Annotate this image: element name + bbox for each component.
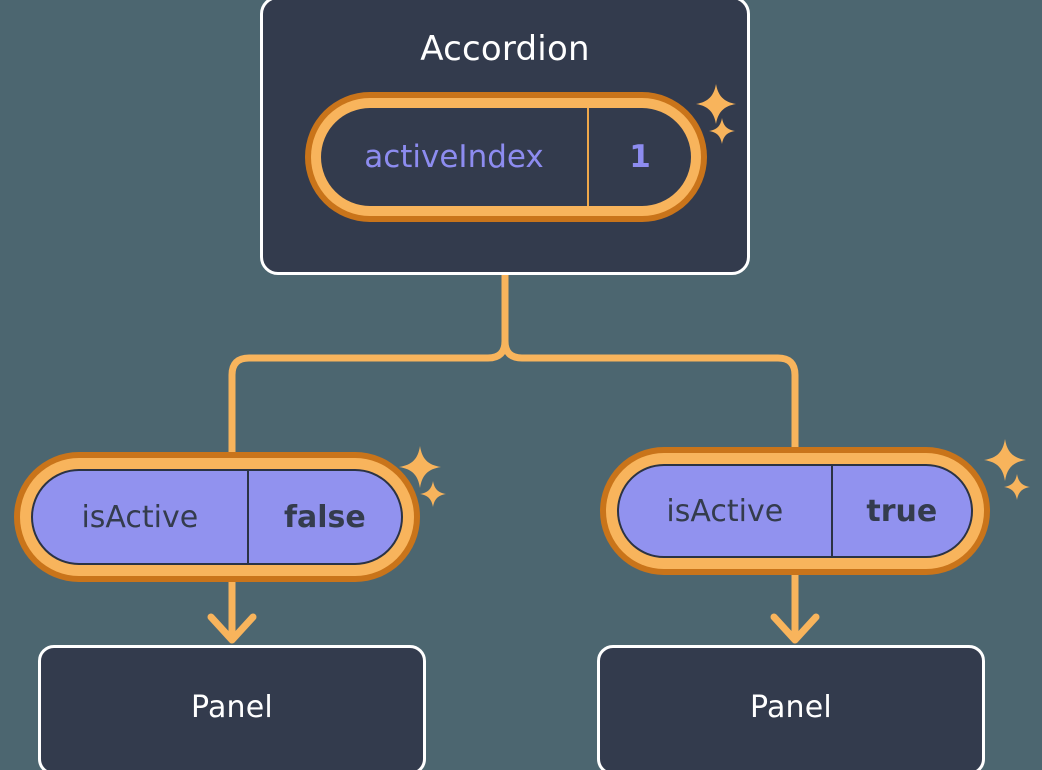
right-is-active-value-label: true bbox=[866, 493, 938, 529]
arrow-down-icon-right bbox=[770, 570, 820, 644]
left-panel-card[interactable]: Panel bbox=[38, 645, 426, 770]
right-is-active-state-pill[interactable]: isActive true bbox=[617, 464, 973, 558]
active-index-state-pill[interactable]: activeIndex 1 bbox=[321, 108, 691, 206]
accordion-title: Accordion bbox=[420, 29, 590, 69]
connector-to-left-branch bbox=[228, 271, 509, 472]
right-panel-title: Panel bbox=[750, 689, 832, 725]
sparkle-four-point-small-icon bbox=[420, 481, 446, 507]
left-is-active-value-label: false bbox=[283, 499, 366, 535]
right-panel-card[interactable]: Panel bbox=[597, 645, 985, 770]
left-is-active-state-pill[interactable]: isActive false bbox=[31, 469, 403, 565]
active-index-value-label: 1 bbox=[629, 139, 651, 175]
sparkle-four-point-icon bbox=[984, 439, 1026, 481]
right-is-active-key-label: isActive bbox=[619, 466, 833, 556]
left-is-active-key-label: isActive bbox=[33, 471, 249, 563]
connector-to-right-branch bbox=[501, 271, 799, 466]
arrow-down-icon-left bbox=[207, 578, 257, 644]
sparkle-four-point-small-icon bbox=[1004, 474, 1030, 500]
active-index-key-label: activeIndex bbox=[321, 108, 589, 206]
left-panel-title: Panel bbox=[191, 689, 273, 725]
